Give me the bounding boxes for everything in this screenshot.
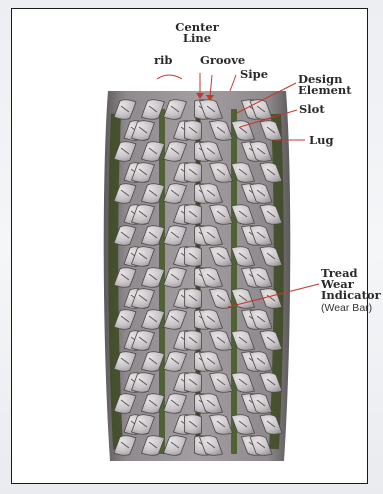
groove-label: Groove	[200, 55, 245, 66]
sipe-leader	[230, 75, 236, 91]
rib-label: rib	[154, 55, 172, 66]
slot-label: Slot	[299, 104, 325, 115]
lug-label: Lug	[309, 135, 334, 146]
rib-bracket	[157, 75, 182, 79]
center-line-label: CenterLine	[167, 22, 227, 44]
sipe-label: Sipe	[240, 69, 268, 80]
wear-bar-label: (Wear Bar)	[321, 303, 372, 314]
